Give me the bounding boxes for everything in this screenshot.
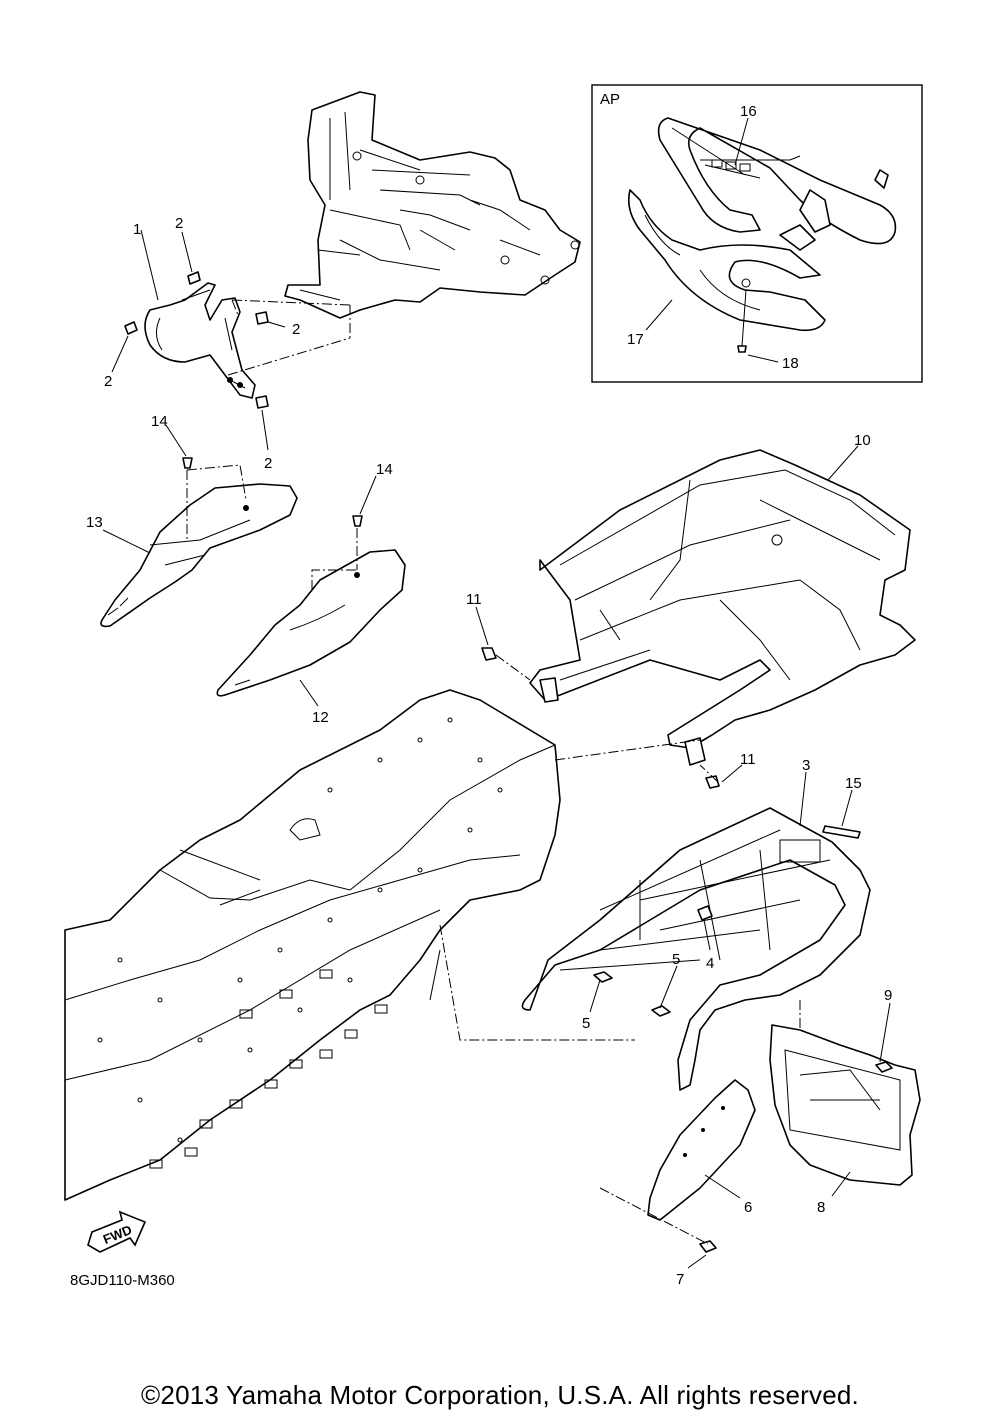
- parts-diagram: AP: [64, 84, 923, 1288]
- callout-16: 16: [740, 103, 757, 120]
- part-6-side-panel: [599, 1079, 756, 1253]
- copyright-notice: ©2013 Yamaha Motor Corporation, U.S.A. A…: [141, 1380, 859, 1410]
- fwd-arrow: FWD: [87, 1210, 147, 1253]
- callout-13: 13: [86, 514, 103, 531]
- callout-18: 18: [782, 355, 799, 372]
- callout-11b: 11: [740, 751, 756, 768]
- callout-1: 1: [133, 221, 141, 238]
- callout-9: 9: [884, 987, 892, 1004]
- part-8-rear-panel: [769, 1024, 921, 1186]
- callout-12: 12: [312, 709, 329, 726]
- part-1-rear-guard: [124, 271, 351, 409]
- callout-10: 10: [854, 432, 871, 449]
- callout-3: 3: [802, 757, 810, 774]
- callout-15: 15: [845, 775, 862, 792]
- callout-11a: 11: [466, 591, 482, 608]
- chassis-frame-reference: [284, 91, 581, 319]
- callout-4: 4: [706, 955, 714, 972]
- callout-5a: 5: [672, 951, 680, 968]
- leader-lines: [102, 229, 891, 1269]
- callout-5b: 5: [582, 1015, 590, 1032]
- callout-14a: 14: [151, 413, 168, 430]
- body-vents: [149, 969, 388, 1169]
- callout-6: 6: [744, 1199, 752, 1216]
- callout-17: 17: [627, 331, 644, 348]
- main-body-reference: [64, 689, 701, 1201]
- body-rivets: [97, 717, 503, 1143]
- part-12-side-cover: [216, 515, 406, 697]
- callout-2b: 2: [104, 373, 112, 390]
- callout-8: 8: [817, 1199, 825, 1216]
- callout-2d: 2: [264, 455, 272, 472]
- part-3-cargo-carrier: [521, 807, 871, 1105]
- callout-2a: 2: [175, 215, 183, 232]
- callout-numbers: 1 2 2 2 2 14 14 13 12 10 11 11 3 15 4 5 …: [86, 103, 892, 1288]
- callout-7: 7: [676, 1271, 684, 1288]
- part-13-side-cover: [100, 457, 298, 628]
- callout-14b: 14: [376, 461, 393, 478]
- drawing-code: 8GJD110-M360: [70, 1272, 175, 1289]
- callout-2c: 2: [292, 321, 300, 338]
- inset-label: AP: [600, 91, 620, 108]
- part-10-rack-frame: [529, 449, 916, 766]
- inset-ap: AP: [591, 84, 923, 383]
